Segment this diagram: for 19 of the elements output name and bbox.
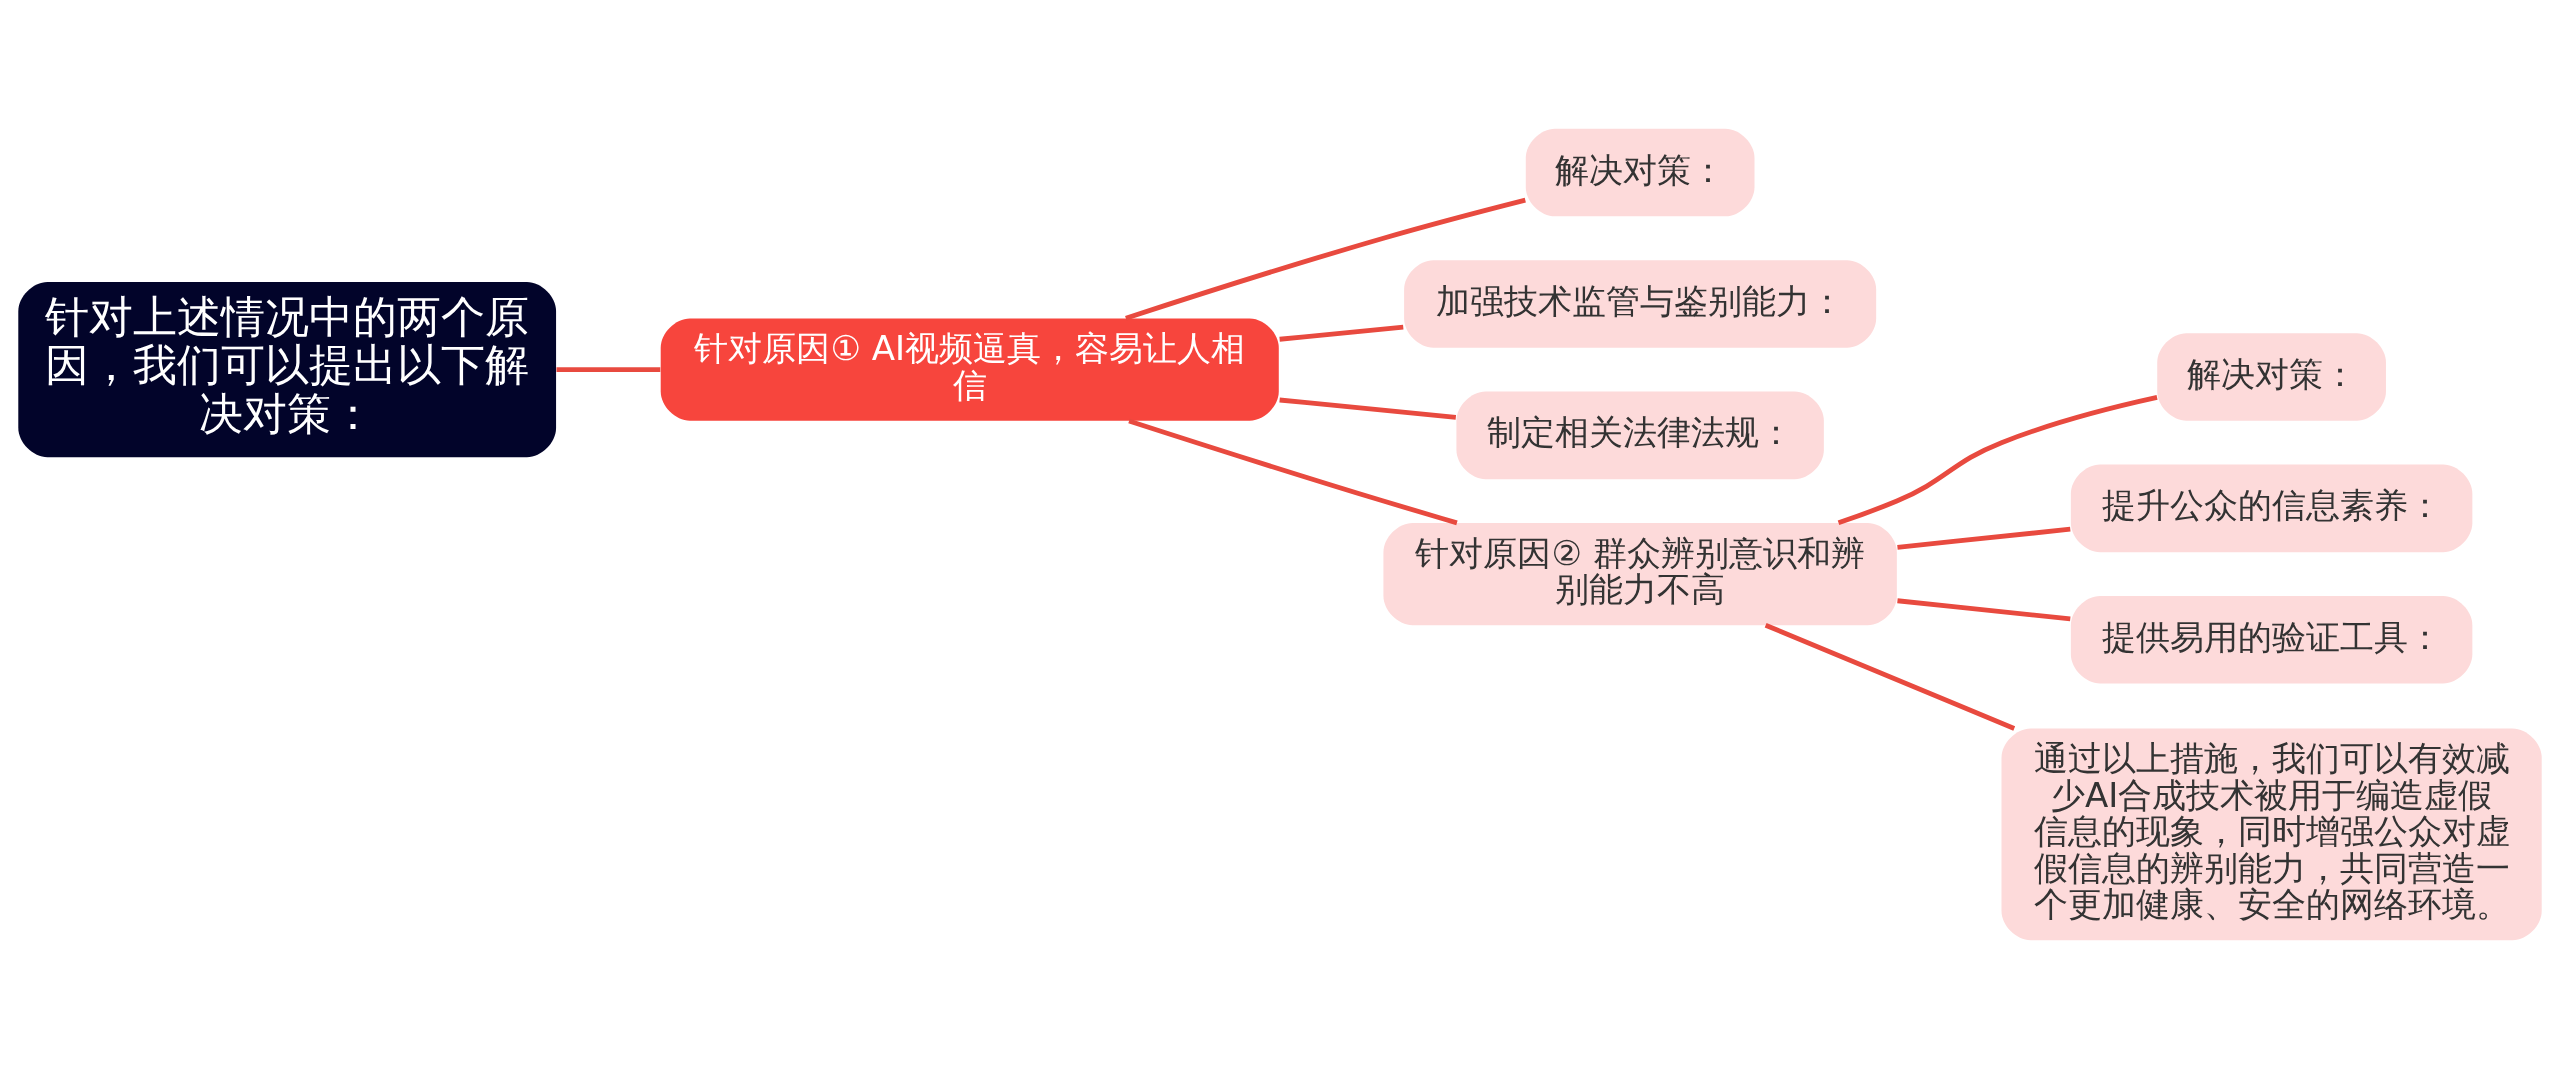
node-box: 加强技术监管与鉴别能力： [1404, 259, 1877, 348]
node-box: 通过以上措施，我们可以有效减少AI合成技术被用于编造虚假信息的现象，同时增强公众对虚假信息的辨别能力，共同营造一个更加健康、安全的网络环境。 [2001, 728, 2542, 940]
node-box: 提升公众的信息素养： [2070, 464, 2473, 552]
connector [556, 366, 661, 372]
node-box: 提供易用的验证工具： [2070, 595, 2473, 684]
connector [1764, 622, 2016, 731]
connector [1837, 394, 2158, 525]
node-box: 针对上述情况中的两个原因，我们可以提出以下解决对策： [18, 281, 557, 457]
node-box: 制定相关法律法规： [1456, 391, 1824, 479]
connector [1125, 197, 1526, 321]
node-box: 针对原因① AI视频逼真，容易让人相信 [660, 318, 1279, 421]
connector [1279, 324, 1404, 342]
connector [1897, 597, 2071, 621]
connector [1279, 397, 1457, 420]
connector [1128, 418, 1458, 525]
node-box: 解决对策： [1525, 128, 1755, 216]
node-box: 解决对策： [2157, 332, 2386, 421]
node-box: 针对原因② 群众辨别意识和辨别能力不高 [1383, 522, 1897, 625]
connector [1897, 526, 2071, 550]
